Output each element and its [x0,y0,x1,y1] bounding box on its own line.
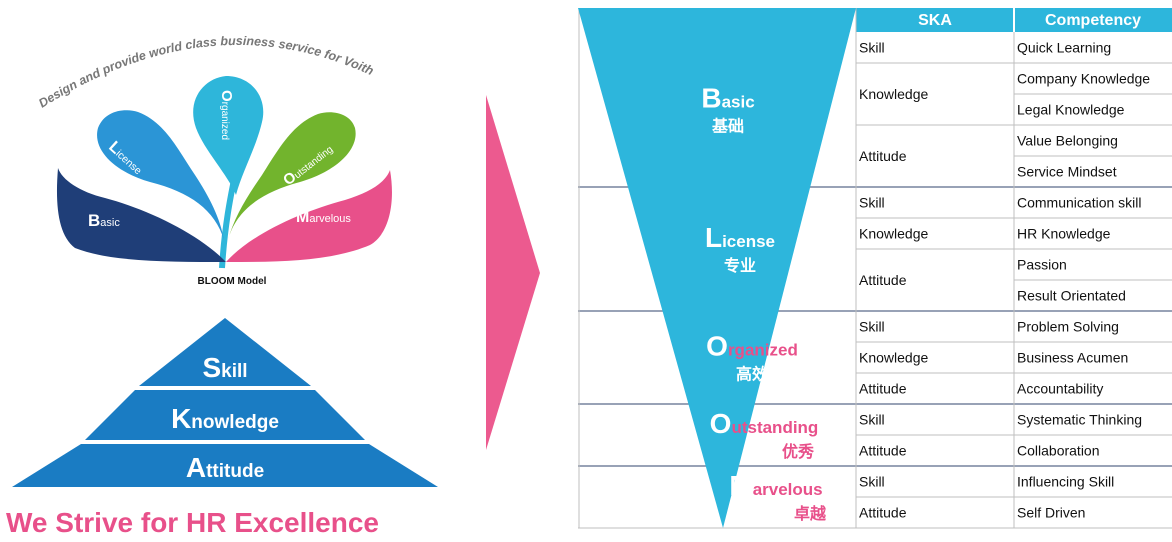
pyramid-attitude-tier [12,444,438,487]
pyramid-skill-tier [139,318,311,386]
petal-label-organized: Organized [218,90,235,140]
ska-cell: Skill [859,40,885,56]
competency-cell: Self Driven [1017,505,1085,521]
competency-cell: Result Orientated [1017,288,1126,304]
ska-cell: Skill [859,319,885,335]
level-label-icense: License [705,222,775,253]
level-label-cn: 基础 [711,117,744,136]
ska-cell: Skill [859,195,885,211]
header-ska: SKA [918,12,952,29]
bloom-model-label: BLOOM Model [198,276,267,287]
petal-outstanding [228,112,356,240]
ska-cell: Attitude [859,381,907,397]
competency-cell: Accountability [1017,381,1103,397]
pyramid-label-attitude: Attitude [186,452,264,483]
ska-cell: Skill [859,412,885,428]
competency-cell: HR Knowledge [1017,226,1111,242]
ska-cell: Knowledge [859,350,928,366]
competency-cell: Quick Learning [1017,40,1111,56]
ska-cell: Knowledge [859,86,928,102]
pyramid-label-skill: Skill [202,352,247,383]
level-label-utstanding: Outstanding [710,408,819,439]
slogan: We Strive for HR Excellence [6,507,379,538]
header-competency: Competency [1045,12,1141,29]
competency-cell: Value Belonging [1017,133,1118,149]
level-label-cn: 专业 [724,256,756,275]
funnel-triangle [578,8,856,528]
pyramid-knowledge-tier [85,390,365,440]
ska-cell: Attitude [859,505,907,521]
competency-cell: Business Acumen [1017,350,1128,366]
competency-cell: Collaboration [1017,443,1100,459]
competency-cell: Problem Solving [1017,319,1119,335]
ska-cell: Skill [859,474,885,490]
level-label-rganized: Organized [706,331,798,362]
ska-cell: Attitude [859,443,907,459]
arrow-shape [486,95,540,450]
competency-cell: Influencing Skill [1017,474,1114,490]
bloom-diagram-panel: Design and provide world class business … [6,34,438,538]
bloom-funnel [578,8,856,528]
competency-cell: Systematic Thinking [1017,412,1142,428]
ska-pyramid: Skill Knowledge Attitude [12,318,438,487]
competency-cell: Company Knowledge [1017,71,1150,87]
funnel-level-labels: Basic 基础 License 专业 Organized 高效 Outstanding 优秀… [701,83,827,524]
petal-organized [193,76,264,195]
petal-label-marvelous: Marvelous [296,209,351,226]
competency-cell: Legal Knowledge [1017,102,1125,118]
ska-cell: Attitude [859,148,907,164]
petal-marvelous [226,170,392,262]
petal-basic [56,168,226,262]
level-label-arvelous: Marvelous [729,470,822,501]
ska-cell: Knowledge [859,226,928,242]
level-label-cn: 高效 [736,365,768,384]
ska-cell: Attitude [859,272,907,288]
petal-license [97,110,224,240]
petal-label-basic: Basic [88,211,120,230]
pyramid-label-knowledge: Knowledge [171,403,279,434]
level-label-cn: 卓越 [794,504,827,523]
level-label-asic: Basic [701,83,754,114]
competency-cell: Passion [1017,257,1067,273]
level-label-cn: 优秀 [782,442,814,461]
transition-arrow [486,95,540,450]
competency-cell: Service Mindset [1017,164,1117,180]
competency-cell: Communication skill [1017,195,1141,211]
